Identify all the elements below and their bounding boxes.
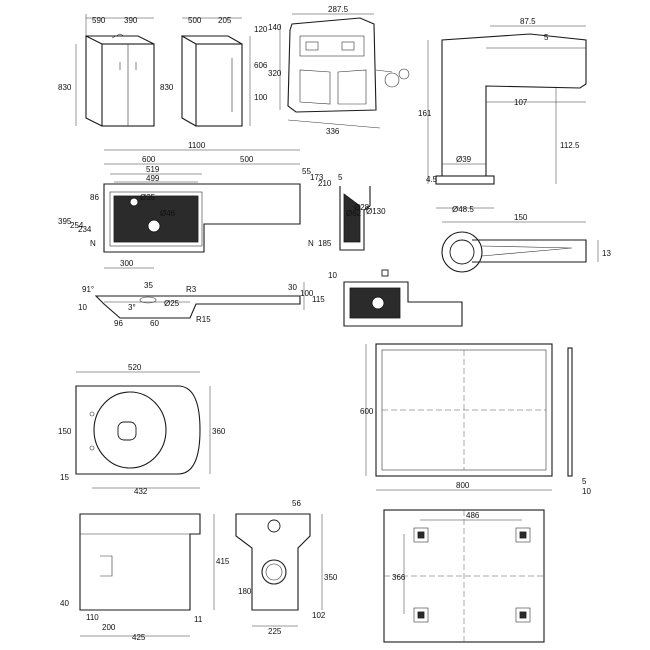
rear-height-label: 350: [324, 573, 338, 582]
rear-inlet-label: 56: [292, 499, 301, 508]
mirror-depth-label: 10: [582, 487, 591, 496]
section-r62-label: Ø62: [346, 209, 362, 218]
front-angle-label: 91°: [82, 285, 94, 294]
mirror-gap-label: 5: [582, 477, 587, 486]
tap-reach-label: 87.5: [520, 17, 536, 26]
front-r100-label: 100: [300, 289, 314, 298]
tap-body-label: 112.5: [560, 141, 580, 150]
small-r10-label: 10: [328, 271, 337, 280]
front-r30-label: 30: [288, 283, 297, 292]
vanity-side-height-label: 830: [160, 83, 174, 92]
basin-r173-label: 173: [310, 173, 324, 182]
basin-waste-label: Ø46: [160, 209, 176, 218]
basin-bowl-label: 499: [146, 174, 160, 183]
vanity-width-label: 590: [92, 16, 106, 25]
basin-n-right-label: N: [308, 239, 314, 248]
tap-top-view: 150 13: [441, 213, 611, 273]
front-r60-label: 60: [150, 319, 159, 328]
vanity-door-label: 606: [254, 61, 268, 70]
basin-section-view: 5 Ø62 Ø28 Ø130: [338, 173, 386, 251]
mirror-back-width-label: 486: [466, 511, 480, 520]
front-r96-label: 96: [114, 319, 123, 328]
cistern-base-label: 336: [326, 127, 340, 136]
section-r5-label: 5: [338, 173, 343, 182]
wc-side-outlet-label: 11: [194, 615, 203, 624]
front-r10-label: 10: [78, 303, 87, 312]
mirror-height-label: 600: [360, 407, 374, 416]
wc-pan-label: 432: [134, 487, 148, 496]
wc-rear-view: 56 350 180 225 102: [235, 499, 338, 636]
section-r130-label: Ø130: [366, 207, 386, 216]
basin-n-left-label: N: [90, 239, 96, 248]
wc-width-label: 520: [128, 363, 142, 372]
wc-side-r110-label: 110: [86, 613, 99, 622]
front-r35-label: 35: [144, 281, 153, 290]
tap-dia-label: Ø39: [456, 155, 472, 164]
wc-depth-label: 360: [212, 427, 226, 436]
section-r28-label: Ø28: [354, 203, 370, 212]
tap-side-view: 87.5 5 107 161 112.5 Ø39 4.5 Ø48.5: [418, 17, 587, 214]
front-waste-label: Ø25: [164, 299, 180, 308]
basin-r55-label: 55: [302, 167, 311, 176]
basin-r234-label: 234: [78, 225, 92, 234]
basin-small-view: 10: [328, 269, 463, 327]
cistern-height-label: 320: [268, 69, 282, 78]
basin-r210-label: 210: [318, 179, 332, 188]
vanity-height-label: 830: [58, 83, 72, 92]
tap-top-length-label: 150: [514, 213, 528, 222]
cistern-width-label: 287.5: [328, 5, 349, 14]
vanity-plinth-label: 100: [254, 93, 268, 102]
basin-width-label: 600: [142, 155, 156, 164]
basin-left-offset-label: 300: [120, 259, 134, 268]
tap-base-dia-label: Ø48.5: [452, 205, 474, 214]
vanity-side-depth-label: 205: [218, 16, 232, 25]
wc-side-length-label: 425: [132, 633, 146, 642]
wc-side-view: 415 40 110 200 425 11: [60, 513, 230, 642]
rear-width-label: 225: [268, 627, 282, 636]
front-r3a-label: R3: [186, 285, 197, 294]
rear-r180-label: 180: [238, 587, 252, 596]
wc-side-height-label: 415: [216, 557, 230, 566]
vanity-front-view: 590 390 830: [58, 14, 155, 127]
front-r15-label: R15: [196, 315, 211, 324]
tap-top-width-label: 13: [602, 249, 611, 258]
cistern-depth-label: 140: [268, 23, 282, 32]
tap-height-label: 161: [418, 109, 432, 118]
wc-side-r200-label: 200: [102, 623, 116, 632]
cistern-view: 287.5 140 320 336: [268, 5, 410, 136]
wc-hole-label: 15: [60, 473, 69, 482]
mirror-front-view: 600 800 5 10: [360, 343, 591, 496]
basin-shelf-label: 500: [240, 155, 254, 164]
front-r115-label: 115: [312, 295, 325, 304]
basin-front-view: 91° 10 35 Ø25 R3 3° 96 60 R15 30 100 115: [78, 281, 325, 328]
vanity-depth-label: 390: [124, 16, 138, 25]
vanity-top-label: 120: [254, 25, 268, 34]
wc-side-foot-label: 40: [60, 599, 69, 608]
mirror-back-height-label: 366: [392, 573, 406, 582]
basin-r395-label: 395: [58, 217, 72, 226]
basin-r254-label: 254: [70, 221, 84, 230]
tap-handle-label: 5: [544, 33, 549, 42]
front-r3b-label: 3°: [128, 303, 136, 312]
wc-plan-view: 520 360 150 15 432: [58, 363, 226, 496]
rear-outlet-label: 102: [312, 611, 326, 620]
basin-hole-label: Ø35: [140, 193, 156, 202]
vanity-side-view: 500 205 120 606 100 830: [160, 16, 268, 127]
basin-overall-label: 1100: [188, 141, 206, 150]
wc-fix-label: 150: [58, 427, 72, 436]
basin-inner-label: 519: [146, 165, 160, 174]
basin-r185-label: 185: [318, 239, 332, 248]
mirror-width-label: 800: [456, 481, 470, 490]
tap-spout-label: 107: [514, 98, 528, 107]
tap-base-label: 4.5: [426, 175, 438, 184]
basin-r86-label: 86: [90, 193, 99, 202]
mirror-back-view: 486 366: [383, 509, 545, 643]
vanity-side-width-label: 500: [188, 16, 202, 25]
basin-plan-view: 1100 600 500 519 499 Ø35 Ø46 300 55 173 …: [58, 141, 332, 269]
